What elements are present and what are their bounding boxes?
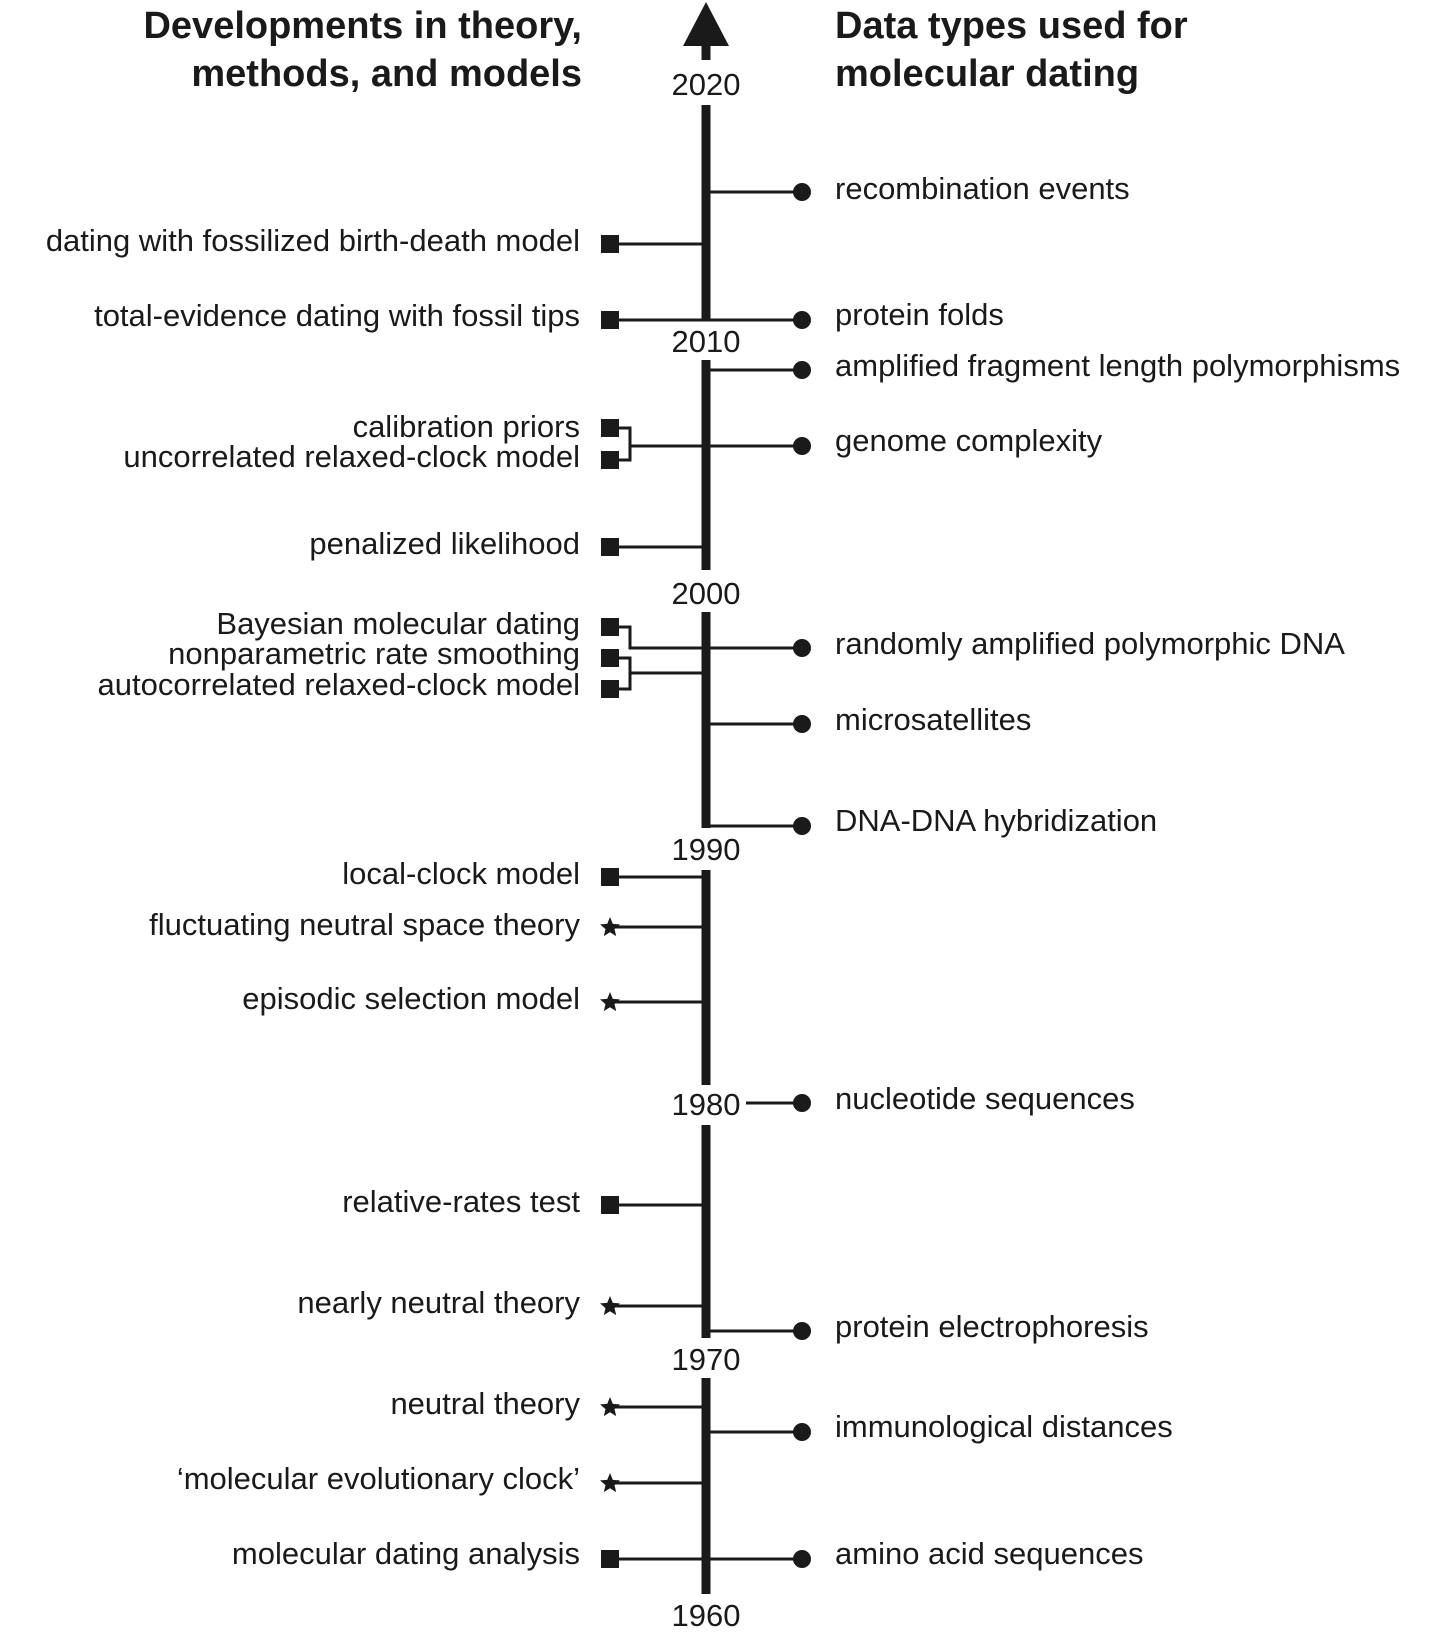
data-types-heading: Data types used for molecular dating — [835, 2, 1188, 98]
development-label: uncorrelated relaxed-clock model — [123, 439, 580, 474]
year-label: 1990 — [672, 832, 741, 867]
data-type-label: immunological distances — [835, 1409, 1173, 1444]
heading-line: Developments in theory, — [143, 5, 582, 47]
circle-marker-icon — [793, 1423, 811, 1441]
year-label: 1970 — [672, 1342, 741, 1377]
year-label: 2010 — [672, 324, 741, 359]
development-label: ‘molecular evolutionary clock’ — [176, 1461, 580, 1496]
development-label: total-evidence dating with fossil tips — [94, 298, 580, 333]
star-marker-icon — [600, 1397, 620, 1417]
development-label: autocorrelated relaxed-clock model — [97, 667, 580, 702]
circle-marker-icon — [793, 817, 811, 835]
development-label: local-clock model — [342, 856, 580, 891]
circle-marker-icon — [793, 1094, 811, 1112]
circle-marker-icon — [793, 311, 811, 329]
star-marker-icon — [600, 1296, 620, 1316]
circle-marker-icon — [793, 1550, 811, 1568]
square-marker-icon — [601, 419, 619, 437]
datatype-markers — [793, 183, 811, 1568]
development-label: nonparametric rate smoothing — [168, 636, 580, 671]
data-type-label: protein electrophoresis — [835, 1309, 1149, 1344]
circle-marker-icon — [793, 361, 811, 379]
development-connectors — [610, 242, 706, 1561]
square-marker-icon — [601, 538, 619, 556]
square-marker-icon — [601, 451, 619, 469]
year-label: 2000 — [672, 576, 741, 611]
data-type-label: nucleotide sequences — [835, 1081, 1135, 1116]
year-label: 1980 — [672, 1087, 741, 1122]
year-labels: 2020 2010 2000 1990 1980 1970 1960 — [672, 67, 741, 1633]
circle-marker-icon — [793, 715, 811, 733]
year-label: 2020 — [672, 67, 741, 102]
development-label: dating with fossilized birth-death model — [45, 223, 580, 258]
development-label: penalized likelihood — [309, 526, 580, 561]
development-label: neutral theory — [390, 1386, 580, 1421]
datatype-connectors — [706, 190, 802, 1561]
development-label: molecular dating analysis — [231, 1536, 580, 1571]
circle-marker-icon — [793, 183, 811, 201]
development-label: fluctuating neutral space theory — [149, 907, 580, 942]
development-label: episodic selection model — [242, 981, 580, 1016]
circle-marker-icon — [793, 639, 811, 657]
circle-marker-icon — [793, 1322, 811, 1340]
star-marker-icon — [600, 917, 620, 937]
data-type-label: microsatellites — [835, 702, 1032, 737]
development-markers — [600, 235, 620, 1568]
development-label: relative-rates test — [342, 1184, 580, 1219]
heading-line: molecular dating — [835, 53, 1140, 95]
data-type-label: randomly amplified polymorphic DNA — [835, 626, 1345, 661]
square-marker-icon — [601, 1196, 619, 1214]
data-type-label: protein folds — [835, 297, 1004, 332]
square-marker-icon — [601, 649, 619, 667]
development-label: nearly neutral theory — [297, 1285, 580, 1320]
data-type-label: DNA-DNA hybridization — [835, 803, 1158, 838]
heading-line: Data types used for — [835, 5, 1188, 47]
square-marker-icon — [601, 868, 619, 886]
development-label: calibration priors — [352, 409, 580, 444]
star-marker-icon — [600, 992, 620, 1012]
developments-heading: Developments in theory, methods, and mod… — [143, 2, 582, 98]
star-marker-icon — [600, 1473, 620, 1493]
year-label: 1960 — [672, 1598, 741, 1633]
data-type-label: amino acid sequences — [835, 1536, 1144, 1571]
data-type-label: recombination events — [835, 171, 1130, 206]
circle-marker-icon — [793, 437, 811, 455]
heading-line: methods, and models — [191, 53, 582, 95]
square-marker-icon — [601, 1550, 619, 1568]
square-marker-icon — [601, 311, 619, 329]
square-marker-icon — [601, 680, 619, 698]
development-label: Bayesian molecular dating — [216, 606, 580, 641]
square-marker-icon — [601, 618, 619, 636]
arrowhead-icon — [683, 2, 729, 46]
data-type-label: genome complexity — [835, 423, 1103, 458]
data-type-label: amplified fragment length polymorphisms — [835, 348, 1401, 383]
square-marker-icon — [601, 235, 619, 253]
